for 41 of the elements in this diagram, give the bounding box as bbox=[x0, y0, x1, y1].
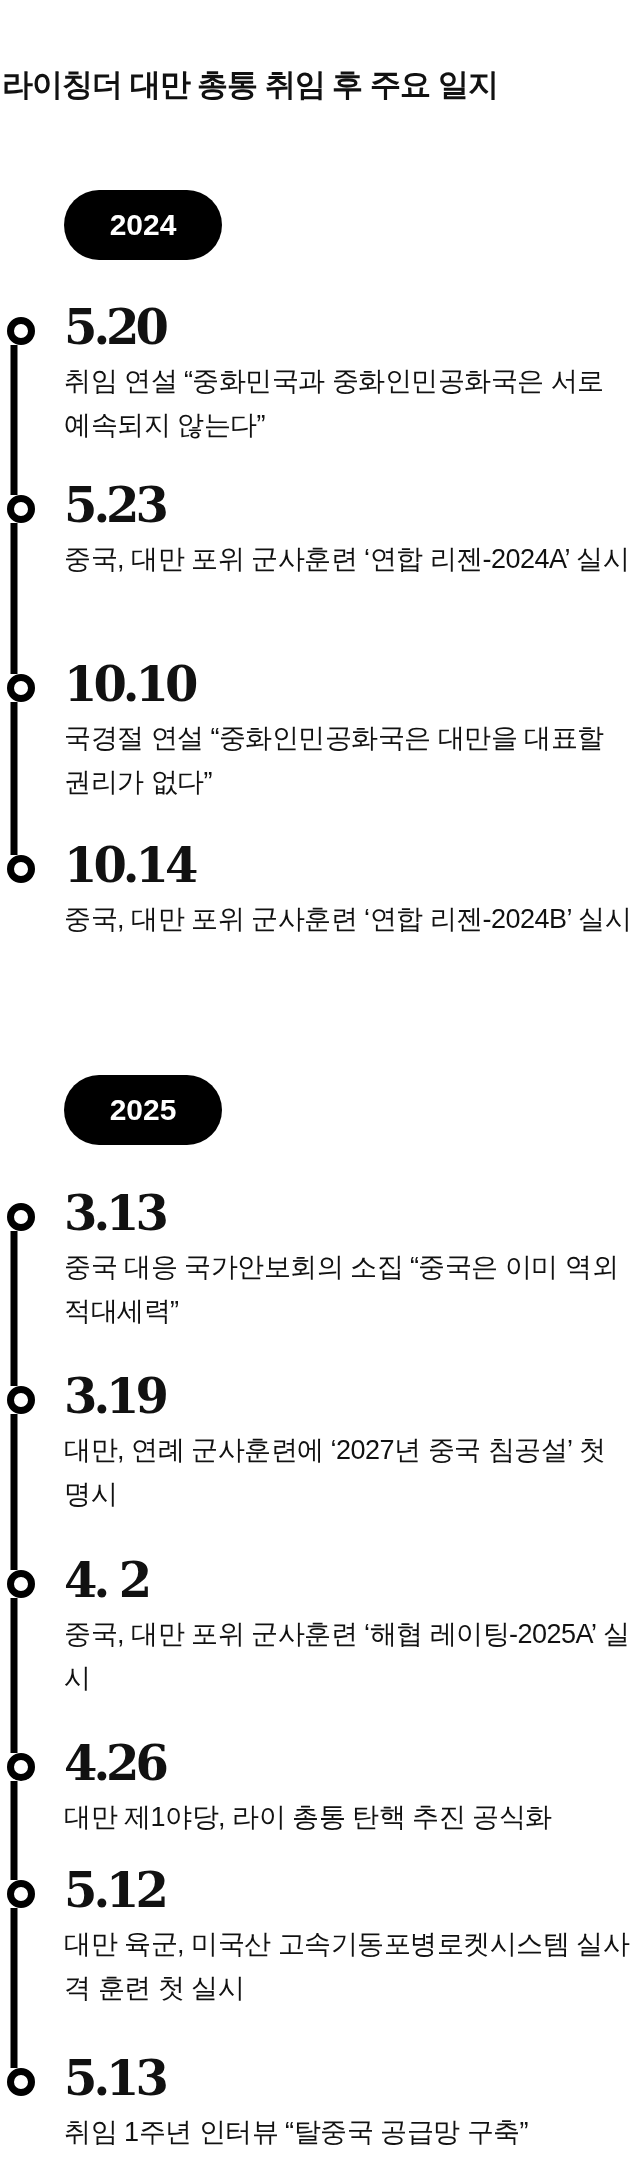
timeline-line bbox=[10, 1231, 18, 1386]
timeline-line bbox=[10, 345, 18, 495]
event-description: 중국 대응 국가안보회의 소집 “중국은 이미 역외 적대세력” bbox=[64, 1251, 619, 1328]
timeline-marker bbox=[7, 674, 35, 702]
timeline-marker bbox=[7, 2068, 35, 2096]
date-label: 5.12 bbox=[64, 1862, 165, 1918]
event-description: 중국, 대만 포위 군사훈련 ‘연합 리젠-2024A’ 실시 bbox=[64, 543, 631, 576]
timeline-marker bbox=[7, 1880, 35, 1908]
date-label: 3.13 bbox=[64, 1185, 165, 1241]
date-label: 5.20 bbox=[64, 299, 165, 355]
year-badge: 2025 bbox=[64, 1075, 222, 1145]
timeline-line bbox=[10, 1414, 18, 1570]
timeline-marker bbox=[7, 1753, 35, 1781]
timeline-marker bbox=[7, 1570, 35, 1598]
event-description: 중국, 대만 포위 군사훈련 ‘연합 리젠-2024B’ 실시 bbox=[64, 903, 633, 936]
date-label: 4.26 bbox=[64, 1735, 165, 1791]
timeline-line bbox=[10, 1908, 18, 2068]
event-description: 취임 연설 “중화민국과 중화인민공화국은 서로 예속되지 않는다” bbox=[64, 365, 605, 442]
timeline-line bbox=[10, 523, 18, 674]
timeline-line bbox=[10, 1598, 18, 1753]
event-description: 대만, 연례 군사훈련에 ‘2027년 중국 침공설’ 첫 명시 bbox=[64, 1434, 607, 1511]
date-label: 10.14 bbox=[64, 837, 195, 893]
date-label: 10.10 bbox=[64, 656, 195, 712]
date-label: 5.23 bbox=[64, 477, 165, 533]
event-description: 대만 육군, 미국산 고속기동포병로켓시스템 실사격 훈련 첫 실시 bbox=[64, 1928, 631, 2005]
date-label: 4. 2 bbox=[64, 1552, 149, 1608]
event-description: 중국, 대만 포위 군사훈련 ‘해협 레이팅-2025A’ 실시 bbox=[64, 1618, 631, 1695]
timeline-marker bbox=[7, 855, 35, 883]
timeline-line bbox=[10, 702, 18, 855]
timeline-marker bbox=[7, 495, 35, 523]
diagram-title: 라이칭더 대만 총통 취임 후 주요 일지 bbox=[2, 66, 498, 104]
year-badge: 2024 bbox=[64, 190, 222, 260]
timeline-marker bbox=[7, 317, 35, 345]
date-label: 3.19 bbox=[64, 1368, 165, 1424]
event-description: 대만 제1야당, 라이 총통 탄핵 추진 공식화 bbox=[64, 1801, 553, 1834]
timeline-marker bbox=[7, 1203, 35, 1231]
date-label: 5.13 bbox=[64, 2050, 165, 2106]
timeline-marker bbox=[7, 1386, 35, 1414]
event-description: 국경절 연설 “중화인민공화국은 대만을 대표할 권리가 없다” bbox=[64, 722, 605, 799]
event-description: 취임 1주년 인터뷰 “탈중국 공급망 구축” bbox=[64, 2116, 529, 2149]
timeline-line bbox=[10, 1781, 18, 1880]
